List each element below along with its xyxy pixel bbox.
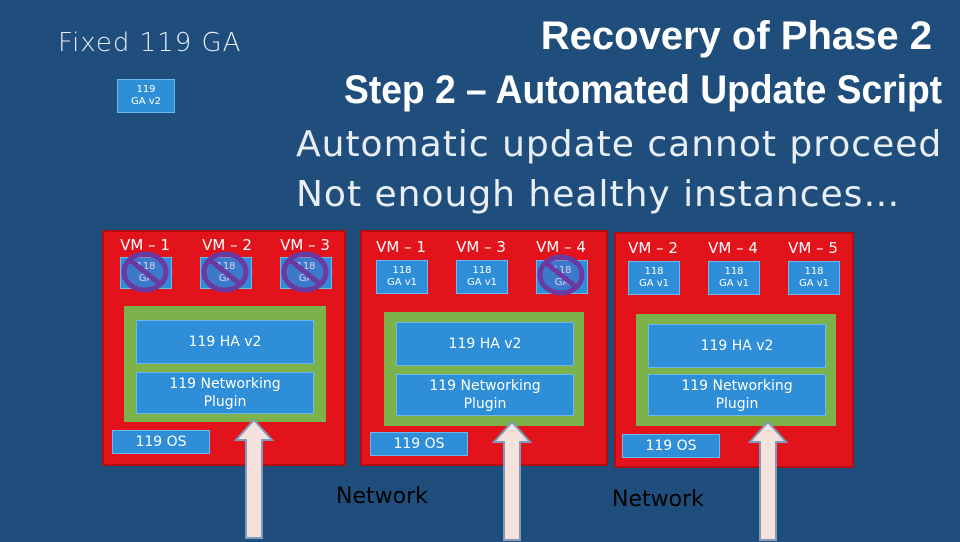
host3-plugin-line2: Plugin: [715, 396, 759, 412]
slide-title-line2: Step 2 – Automated Update Script: [343, 68, 942, 112]
host2-plugin-line2: Plugin: [463, 396, 507, 412]
host2-vm4-label: VM – 4: [536, 238, 586, 256]
host3-vm5-ga-line2: GA v1: [798, 278, 830, 289]
network-arrow-3: [747, 420, 789, 541]
host2-os-box: 119 OS: [370, 432, 468, 456]
host3-vm2-ga-line1: 118: [644, 266, 664, 277]
host1-vm2-label: VM – 2: [202, 236, 252, 254]
host3-os-box: 119 OS: [622, 434, 720, 458]
blocked-icon: [121, 251, 169, 293]
host3-vm5-label: VM – 5: [788, 239, 838, 257]
host2-vm1-ga-line2: GA v1: [386, 277, 418, 288]
host1-vm2-ga-line2: GA: [201, 273, 251, 285]
host2-plugin-line1: 119 Networking: [429, 378, 541, 394]
ga-v2-box-line1: 119: [136, 84, 156, 95]
blocked-icon: [537, 254, 585, 296]
host3-ha-box: 119 HA v2: [648, 324, 826, 368]
message-line1: Automatic update cannot proceed: [296, 124, 943, 165]
host1-vm3-ga-line2: GA: [281, 273, 331, 285]
blocked-icon: [281, 251, 329, 293]
host1-vm3-label: VM – 3: [280, 236, 330, 254]
network-arrow-1: [233, 418, 275, 539]
host2-vm3-ga-line2: GA v1: [466, 277, 498, 288]
host1-vm1-label: VM – 1: [120, 236, 170, 254]
host3-vm4-ga-line1: 118: [724, 266, 744, 277]
host2-vm4-ga-line2: GA: [537, 277, 587, 289]
host3-vm2-ga-line2: GA v1: [638, 278, 670, 289]
message-line2: Not enough healthy instances…: [296, 174, 901, 215]
network-label-3: Network: [612, 487, 704, 512]
blocked-icon: [201, 251, 249, 293]
ga-v2-box: 119 GA v2: [117, 79, 175, 113]
host1-ha-box: 119 HA v2: [136, 320, 314, 364]
host1-plugin-line1: 119 Networking: [169, 376, 281, 392]
slide-title-line1: Recovery of Phase 2: [540, 14, 932, 58]
host2-vm1-ga-line1: 118: [392, 265, 412, 276]
fixed-ga-label: Fixed 119 GA: [58, 28, 242, 58]
host1-os-box: 119 OS: [112, 430, 210, 454]
ga-v2-box-line2: GA v2: [130, 96, 162, 107]
host2-vm4-ga-line1: 118: [537, 265, 587, 277]
host2-ha-box: 119 HA v2: [396, 322, 574, 366]
host2-vm3-label: VM – 3: [456, 238, 506, 256]
host1-vm2-ga-line1: 118: [201, 261, 251, 273]
host2-vm3-ga-line1: 118: [472, 265, 492, 276]
host3-vm4-label: VM – 4: [708, 239, 758, 257]
host3-vm4-ga-line2: GA v1: [718, 278, 750, 289]
host1-vm1-ga-line1: 118: [121, 261, 171, 273]
network-label-2: Network: [336, 484, 428, 509]
host2-vm1-label: VM – 1: [376, 238, 426, 256]
host3-vm5-ga-line1: 118: [804, 266, 824, 277]
host3-plugin-line1: 119 Networking: [681, 378, 793, 394]
host1-vm3-ga-line1: 118: [281, 261, 331, 273]
host1-plugin-line2: Plugin: [203, 394, 247, 410]
host3-vm2-label: VM – 2: [628, 239, 678, 257]
network-arrow-2: [491, 420, 533, 541]
host1-vm1-ga-line2: GA: [121, 273, 171, 285]
